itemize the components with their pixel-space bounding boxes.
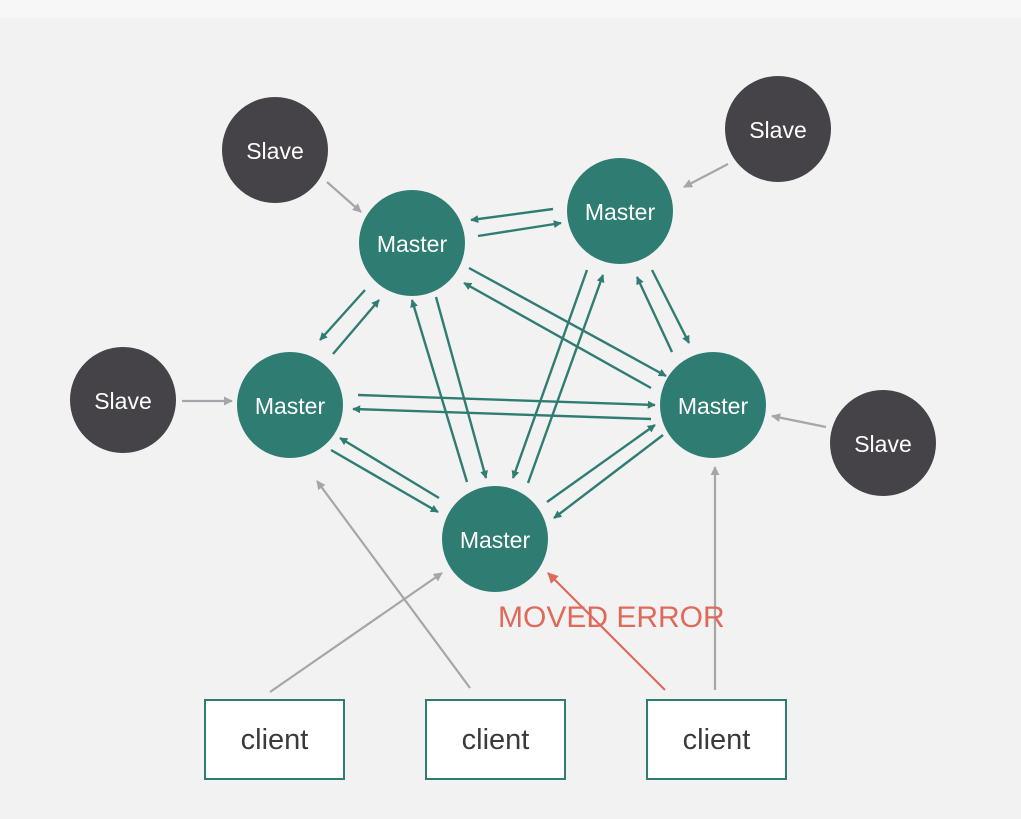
link-slave-right: [771, 413, 827, 429]
link-right-to-left: [352, 405, 652, 421]
master-circle: [359, 190, 465, 296]
client-box-frame: [646, 699, 787, 780]
master-node-left: Master: [237, 352, 343, 458]
master-label: Master: [377, 231, 448, 257]
slave-circle: [830, 390, 936, 496]
link-bottom-to-left: [339, 436, 440, 500]
slave-circle: [70, 347, 176, 453]
master-circle: [660, 352, 766, 458]
master-node-top-left: Master: [359, 190, 465, 296]
slave-node-top-right: Slave: [725, 76, 831, 182]
slave-circle: [222, 97, 328, 203]
master-circle: [567, 158, 673, 264]
link-bottom-to-tr: [526, 274, 605, 484]
link-tl-to-bottom: [434, 296, 488, 479]
slave-label: Slave: [94, 388, 152, 414]
master-node-right: Master: [660, 352, 766, 458]
slave-node-left: Slave: [70, 347, 176, 453]
master-label: Master: [460, 527, 531, 553]
master-links: [319, 207, 691, 519]
client-label: client: [683, 724, 751, 756]
master-label: Master: [678, 393, 749, 419]
link-tr-to-bottom: [511, 269, 589, 479]
slave-node-top-left: Slave: [222, 97, 328, 203]
link-right-to-tr: [635, 276, 674, 353]
link-bottom-to-right: [546, 424, 656, 503]
client-box-2: client: [425, 699, 566, 780]
link-right-to-tl: [463, 281, 652, 390]
link-tr-to-tl: [470, 207, 554, 224]
link-right-to-bottom: [553, 434, 664, 519]
link-slave-tl: [326, 181, 362, 213]
link-left-to-right: [357, 393, 656, 409]
client-box-3: client: [646, 699, 787, 780]
link-tl-to-left: [319, 289, 366, 341]
link-slave-tr: [683, 163, 729, 188]
link-left-to-tl: [332, 299, 380, 355]
link-tl-to-tr: [477, 220, 562, 238]
slave-nodes: Slave Slave Slave Slave: [70, 76, 936, 496]
slave-node-right: Slave: [830, 390, 936, 496]
client-label: client: [462, 724, 530, 756]
slave-label: Slave: [246, 138, 304, 164]
master-node-top-right: Master: [567, 158, 673, 264]
moved-error-label: MOVED ERROR: [498, 601, 725, 634]
slave-label: Slave: [854, 431, 912, 457]
master-node-bottom: Master: [442, 486, 548, 592]
client-boxes: client client client: [204, 699, 787, 780]
master-circle: [442, 486, 548, 592]
client-box-1: client: [204, 699, 345, 780]
client-label: client: [241, 724, 309, 756]
link-bottom-to-tl: [410, 299, 469, 483]
client-links: [269, 466, 720, 693]
link-client-1: [269, 572, 443, 693]
client-box-frame: [425, 699, 566, 780]
top-band: [0, 0, 1021, 18]
slave-label: Slave: [749, 117, 807, 143]
slave-links: [182, 163, 827, 429]
master-label: Master: [585, 199, 656, 225]
link-tr-to-right: [650, 269, 691, 344]
master-label: Master: [255, 393, 326, 419]
link-left-to-bottom: [330, 448, 439, 514]
link-client-2: [316, 480, 471, 689]
link-client-3-error: [547, 572, 666, 691]
client-box-frame: [204, 699, 345, 780]
slave-circle: [725, 76, 831, 182]
master-nodes: Master Master Master Master Master: [237, 158, 766, 592]
master-circle: [237, 352, 343, 458]
